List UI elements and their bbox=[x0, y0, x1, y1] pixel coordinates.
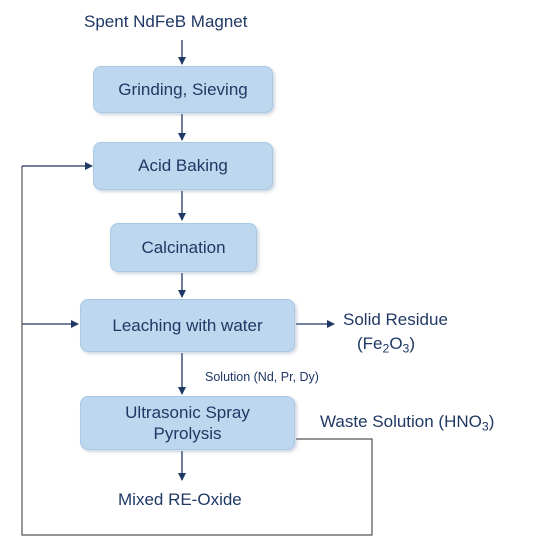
step-ultrasonic-spray-pyrolysis: Ultrasonic Spray Pyrolysis bbox=[80, 396, 295, 450]
waste-post: ) bbox=[488, 412, 495, 431]
step-grinding-sieving-text: Grinding, Sieving bbox=[118, 79, 248, 99]
step-acid-baking-text: Acid Baking bbox=[138, 156, 228, 176]
input-material-label: Spent NdFeB Magnet bbox=[84, 12, 248, 31]
step-usp-text: Ultrasonic Spray Pyrolysis bbox=[125, 402, 250, 443]
step-calcination-text: Calcination bbox=[141, 237, 226, 257]
step-leaching: Leaching with water bbox=[80, 299, 295, 352]
waste-solution-label: Waste Solution (HNO3) bbox=[320, 412, 494, 434]
fe2o3-post: ) bbox=[409, 334, 416, 353]
fe2o3-mid: O bbox=[389, 334, 403, 353]
fe2o3-pre: (Fe bbox=[357, 334, 383, 353]
recycle-loop-line bbox=[21, 166, 373, 536]
mixed-re-oxide-label: Mixed RE-Oxide bbox=[118, 490, 242, 509]
fe2o3-sub2: 3 bbox=[402, 341, 410, 356]
step-grinding-sieving: Grinding, Sieving bbox=[93, 66, 273, 113]
step-calcination: Calcination bbox=[110, 223, 257, 272]
waste-sub: 3 bbox=[481, 419, 489, 434]
solid-residue-label: Solid Residue bbox=[343, 310, 448, 329]
solution-label: Solution (Nd, Pr, Dy) bbox=[205, 370, 319, 384]
fe2o3-sub1: 2 bbox=[382, 341, 390, 356]
step-acid-baking: Acid Baking bbox=[93, 142, 273, 190]
waste-pre: Waste Solution (HNO bbox=[320, 412, 482, 431]
solid-residue-formula: (Fe2O3) bbox=[357, 334, 415, 356]
step-leaching-text: Leaching with water bbox=[112, 315, 263, 335]
